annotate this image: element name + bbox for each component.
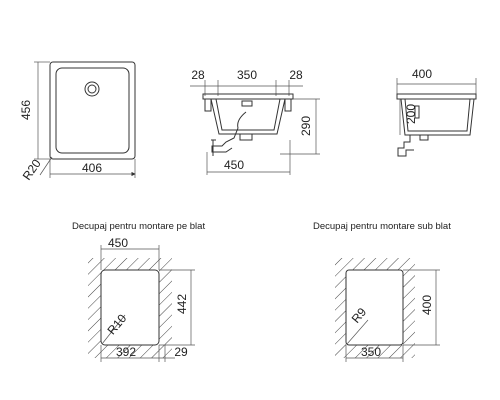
front-rim-left-label: 28 <box>191 68 205 82</box>
undermount-hatch <box>335 258 415 358</box>
front-rim-right-label: 28 <box>289 68 303 82</box>
front-bowl-width-label: 350 <box>237 68 257 82</box>
front-view: 28 350 28 290 450 <box>190 68 320 175</box>
top-radius-label: R20 <box>20 156 44 182</box>
front-clip-right <box>284 98 292 112</box>
top-height-label: 456 <box>19 100 33 120</box>
undermount-height-label: 400 <box>420 295 434 315</box>
side-width-label: 400 <box>412 67 432 81</box>
side-overflow <box>414 105 420 119</box>
front-clip-left <box>204 98 212 112</box>
drain-outer <box>84 81 100 97</box>
overmount-width-label: 450 <box>108 236 128 250</box>
side-rim <box>396 93 477 100</box>
front-overflow <box>241 100 253 107</box>
front-overall-width-label: 450 <box>224 158 244 172</box>
drain-inner <box>87 84 97 94</box>
front-depth-label: 290 <box>299 116 313 136</box>
overmount-radius-label: R10 <box>104 311 129 337</box>
overmount-caption: Decupaj pentru montare pe blat <box>72 221 205 232</box>
sink-outline-top <box>49 61 136 160</box>
front-bowl <box>210 98 286 135</box>
undermount-cutout: 400 R9 350 <box>335 258 440 362</box>
undermount-caption: Decupaj pentru montare sub blat <box>313 221 451 232</box>
top-width-label: 406 <box>82 161 102 175</box>
side-height-label: 200 <box>404 104 418 124</box>
overmount-height-label: 442 <box>175 294 189 314</box>
overmount-offset-label: 29 <box>174 345 188 359</box>
side-bowl <box>400 98 475 136</box>
overmount-hatch <box>88 258 172 358</box>
front-drain <box>239 134 253 141</box>
overmount-inner-width-label: 392 <box>116 345 136 359</box>
sink-bowl-top <box>55 67 130 154</box>
undermount-width-label: 350 <box>361 345 381 359</box>
side-pipe <box>397 135 414 157</box>
overmount-cutout: 450 442 R10 392 29 <box>88 236 195 362</box>
top-view: 456 R20 406 <box>19 61 136 183</box>
side-view: 400 200 <box>396 67 477 157</box>
front-pipe <box>211 111 247 153</box>
front-rim <box>202 93 294 100</box>
undermount-radius-label: R9 <box>349 305 370 326</box>
